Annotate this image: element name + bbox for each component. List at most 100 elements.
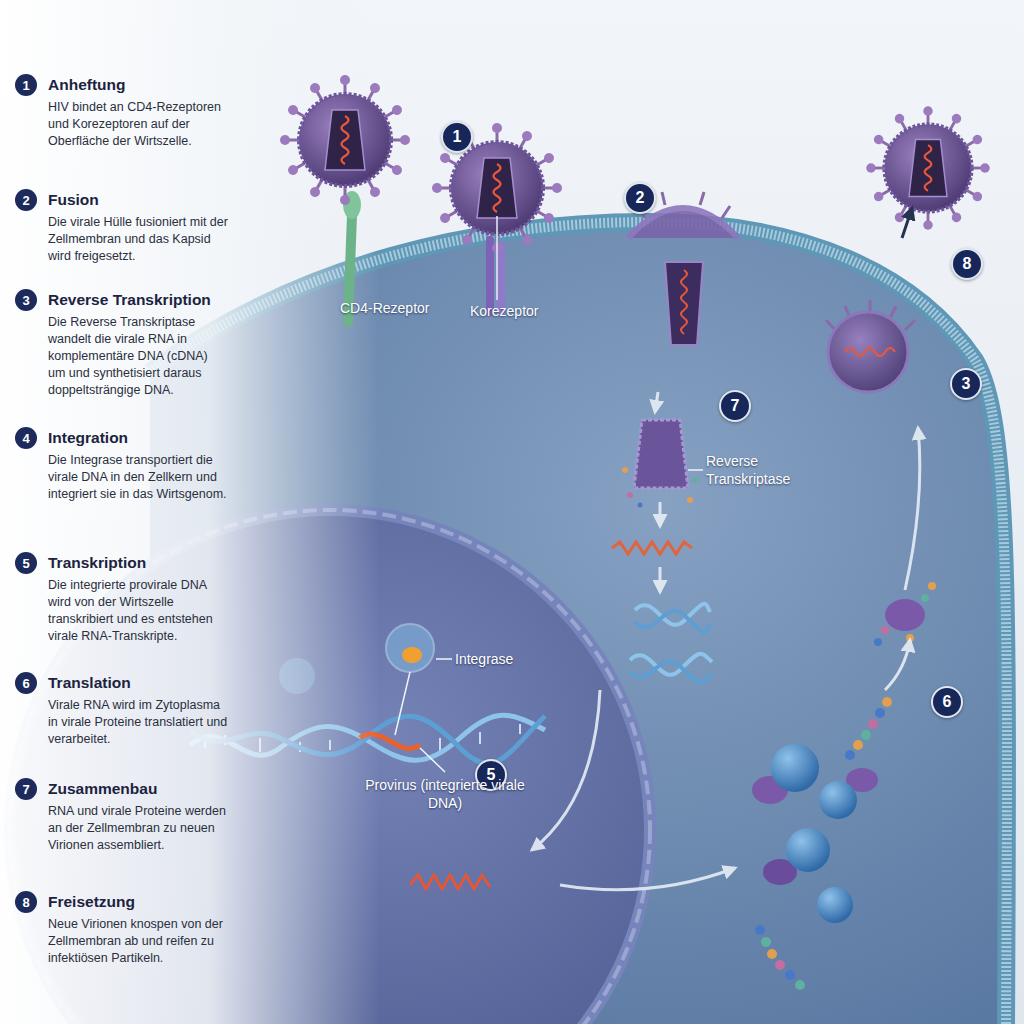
fusion-capsid [681, 270, 687, 334]
uncoating-capsid [688, 469, 703, 471]
step-description: Die virale Hülle fusioniert mit der Zell… [48, 214, 228, 265]
step-number-circle: 4IntegrationDie Integrase transportiert … [15, 427, 37, 449]
process-arrows [532, 392, 920, 890]
step-description: HIV bindet an CD4-Rezeptoren und Korezep… [48, 99, 228, 150]
step-heading: Translation [48, 672, 131, 694]
viral-cdna [630, 654, 712, 675]
step-number-circle: 1AnheftungHIV bindet an CD4-Rezeptoren u… [15, 74, 37, 96]
viral-rna [612, 542, 692, 554]
uncoating-capsid [622, 467, 628, 473]
viral-cdna [635, 604, 710, 625]
step-heading: Freisetzung [48, 891, 135, 913]
budding-virion [845, 348, 895, 356]
step-number-circle: 6TranslationVirale RNA wird im Zytoplasm… [15, 672, 37, 694]
process-arrows [885, 640, 910, 690]
step-number-circle: 5TranskriptionDie integrierte provirale … [15, 552, 37, 574]
ribosomes [861, 730, 871, 740]
uncoating-capsid [634, 420, 688, 488]
viral-protein-assembly [874, 638, 882, 646]
callout-number: 1 [15, 74, 37, 96]
step-heading: Integration [48, 427, 128, 449]
ribosomes [785, 970, 795, 980]
budding-virion [826, 300, 915, 392]
viral-protein-assembly [874, 582, 936, 646]
part-label: Korezeptor [470, 302, 570, 320]
callout-number: 4 [15, 427, 37, 449]
callout-circle: 1 [441, 121, 473, 153]
viral-protein-assembly [921, 594, 929, 602]
callout-number: 1 [443, 123, 471, 151]
callout-number: 5 [15, 552, 37, 574]
leader-line [496, 216, 498, 300]
callout-number: 7 [721, 392, 749, 420]
integrase-enzyme [386, 624, 452, 735]
step-heading: Reverse Transkription [48, 289, 211, 311]
fusion-capsid [628, 192, 738, 345]
step-description: Virale RNA wird im Zytoplasma in virale … [48, 697, 228, 748]
ribosomes [875, 708, 885, 718]
step-description: Die integrierte provirale DNA wird von d… [48, 577, 228, 645]
provirus-dna [479, 732, 481, 744]
callout-number: 6 [933, 688, 961, 716]
uncoating-capsid [692, 477, 698, 483]
step-description: Neue Virionen knospen von der Zellmembra… [48, 916, 228, 967]
ribosomes [819, 781, 857, 819]
part-label: CD4-Rezeptor [340, 299, 450, 317]
step-number-circle: 7ZusammenbauRNA und virale Proteine werd… [15, 778, 37, 800]
step-heading: Zusammenbau [48, 778, 157, 800]
release-arrow [902, 208, 912, 238]
viral-rna-transcript [410, 875, 490, 889]
viral-protein-assembly [885, 599, 925, 631]
process-arrows [659, 567, 662, 592]
step-heading: Transkription [48, 552, 146, 574]
process-arrows [905, 428, 920, 590]
callout-circle: 6 [931, 686, 963, 718]
ribosomes [845, 750, 855, 760]
virion [280, 75, 410, 205]
uncoating-capsid [627, 492, 633, 498]
callout-circle: 7 [719, 390, 751, 422]
integrase-enzyme [386, 624, 434, 672]
callout-number: 8 [953, 250, 981, 278]
ribosomes [853, 740, 863, 750]
step-number-circle: 3Reverse TranskriptionDie Reverse Transk… [15, 289, 37, 311]
callout-circle: 2 [624, 182, 656, 214]
part-label: Provirus (integrierte virale DNA) [355, 776, 535, 812]
ribosomes [752, 697, 892, 990]
callout-number: 2 [626, 184, 654, 212]
uncoating-capsid [622, 420, 703, 508]
callout-number: 8 [15, 891, 37, 913]
ribosomes [771, 744, 819, 792]
fusion-capsid [722, 206, 730, 218]
leader-line [420, 748, 445, 772]
process-arrows [655, 392, 658, 412]
budding-virion [828, 312, 908, 392]
part-label: Reverse Transkriptase [706, 452, 816, 488]
ribosomes [817, 887, 853, 923]
callout-number: 2 [15, 189, 37, 211]
part-label: Integrase [455, 650, 545, 668]
uncoating-capsid [687, 497, 693, 503]
budding-virion [890, 306, 896, 318]
fusion-capsid [665, 262, 703, 345]
budding-virion [905, 320, 915, 330]
provirus-dna [519, 724, 521, 734]
ribosomes [767, 949, 777, 959]
callout-circle: 8 [951, 248, 983, 280]
integrase-enzyme [402, 647, 422, 663]
viral-cdna [635, 611, 710, 632]
step-description: Die Integrase transportiert die virale D… [48, 452, 228, 503]
viral-cdna [630, 604, 712, 682]
step-description: Die Reverse Transkriptase wandelt die vi… [48, 314, 228, 399]
step-number-circle: 2FusionDie virale Hülle fusioniert mit d… [15, 189, 37, 211]
step-heading: Fusion [48, 189, 99, 211]
ribosomes [868, 719, 878, 729]
callout-number: 3 [15, 289, 37, 311]
virion [866, 106, 990, 230]
fusion-capsid [662, 192, 665, 205]
budding-virion [826, 320, 835, 330]
callout-number: 3 [952, 370, 980, 398]
